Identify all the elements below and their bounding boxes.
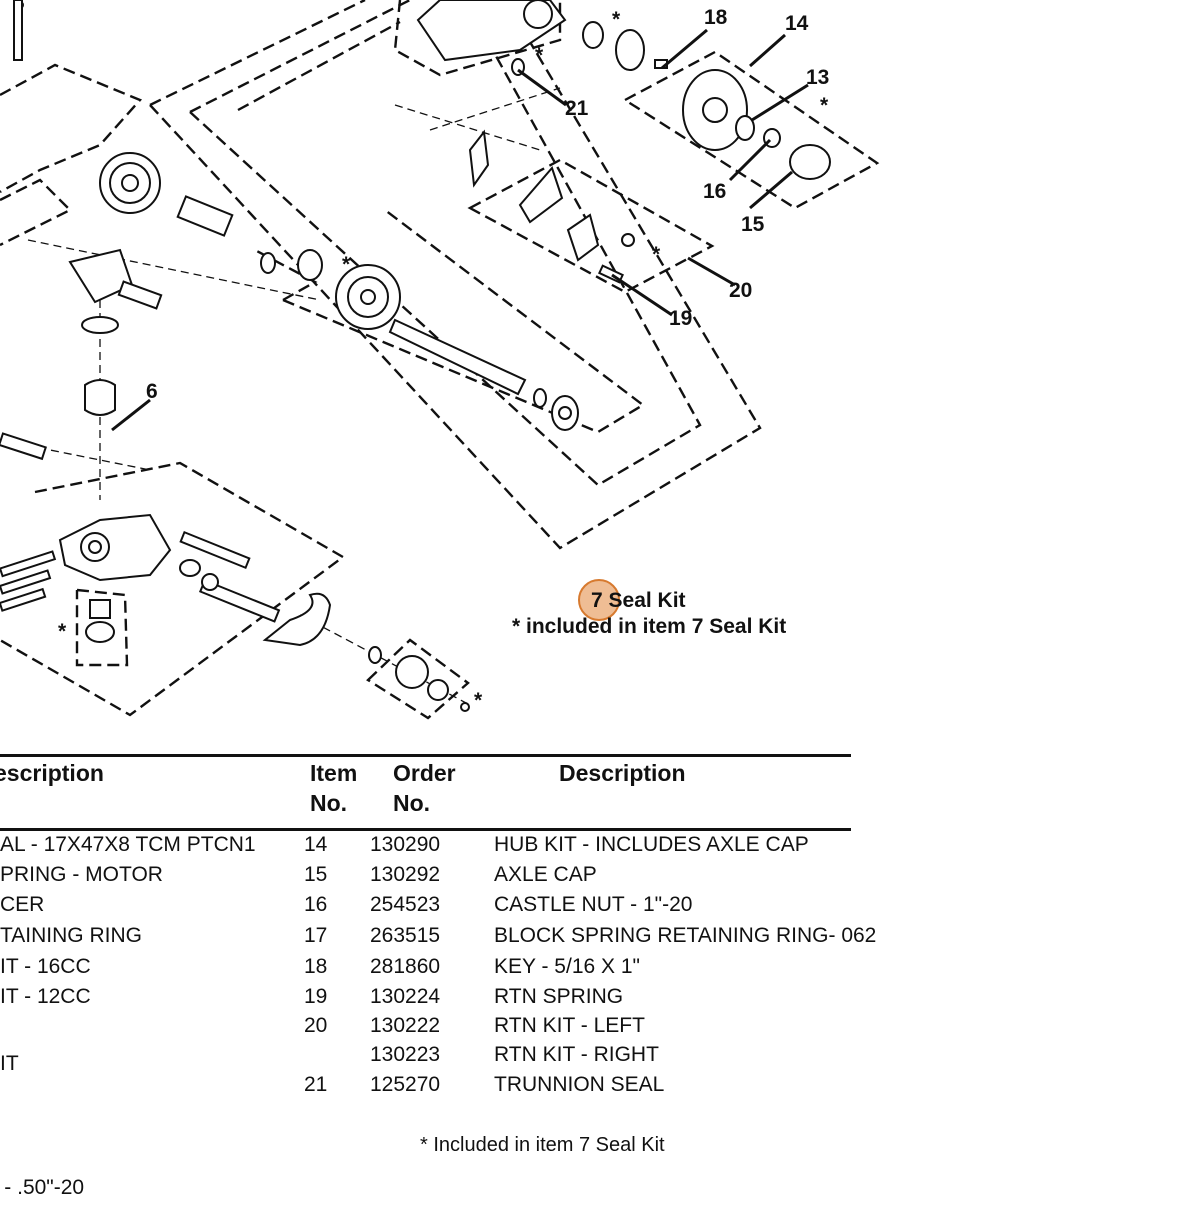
left-description-cell: EAL - 17X47X8 TCM PTCN1 — [0, 833, 256, 856]
callout-15: 15 — [741, 213, 765, 236]
callout-16: 16 — [703, 180, 727, 203]
table-row: KIT - 16CC 18 281860 KEY - 5/16 X 1" — [0, 955, 1200, 985]
table-row: T - .50"-20 — [0, 1176, 1200, 1206]
table-row: KIT — [0, 1052, 1200, 1082]
description-header: Description — [559, 760, 686, 786]
order-no-cell: 130292 — [370, 863, 441, 886]
asterisk-mark: * — [474, 689, 483, 712]
left-description-cell: ETAINING RING — [0, 924, 142, 947]
left-description-cell: ACER — [0, 893, 45, 916]
asterisk-mark: * — [58, 620, 67, 643]
item-no-header-line1: Item — [310, 760, 358, 786]
item-no-cell: 15 — [304, 863, 328, 886]
item-no-cell: 17 — [304, 924, 328, 947]
order-no-cell: 130224 — [370, 985, 441, 1008]
callout-21: 21 — [565, 97, 589, 120]
table-row: 130223 RTN KIT - RIGHT — [0, 1043, 1200, 1073]
description-cell: AXLE CAP — [494, 863, 597, 886]
item-no-cell: 19 — [304, 985, 328, 1008]
seal-kit-note: * included in item 7 Seal Kit — [512, 615, 787, 638]
callout-19: 19 — [669, 307, 693, 330]
left-description-cell: T - .50"-20 — [0, 1176, 85, 1199]
table-row: EAL - 17X47X8 TCM PTCN1 14 130290 HUB KI… — [0, 833, 1200, 863]
table-top-rule — [0, 754, 851, 757]
table-row: ACER 16 254523 CASTLE NUT - 1"-20 — [0, 893, 1200, 923]
description-cell: RTN KIT - RIGHT — [494, 1043, 659, 1066]
callout-20: 20 — [729, 279, 753, 302]
item-no-cell: 18 — [304, 955, 328, 978]
asterisk-mark: * — [535, 44, 544, 67]
left-description-cell: KIT — [0, 1052, 19, 1075]
order-no-cell: 130222 — [370, 1014, 441, 1037]
callout-14: 14 — [785, 12, 809, 35]
item-no-cell: 14 — [304, 833, 328, 856]
table-row: ETAINING RING 17 263515 BLOCK SPRING RET… — [0, 924, 1200, 954]
table-footnote: * Included in item 7 Seal Kit — [420, 1134, 665, 1156]
asterisk-mark: * — [820, 94, 829, 117]
description-cell: HUB KIT - INCLUDES AXLE CAP — [494, 833, 809, 856]
order-no-cell: 125270 — [370, 1073, 441, 1096]
description-cell: TRUNNION SEAL — [494, 1073, 665, 1096]
description-cell: KEY - 5/16 X 1" — [494, 955, 640, 978]
order-no-cell: 263515 — [370, 924, 441, 947]
table-row: KIT - 12CC 19 130224 RTN SPRING — [0, 985, 1200, 1015]
description-cell: RTN SPRING — [494, 985, 624, 1008]
seal-kit-label: 7 Seal Kit — [591, 589, 686, 612]
table-header-rule — [0, 828, 851, 831]
left-description-cell: KIT - 12CC — [0, 985, 91, 1008]
description-cell: BLOCK SPRING RETAINING RING- 062 — [494, 924, 877, 947]
order-no-cell: 254523 — [370, 893, 441, 916]
highlight-marker[interactable] — [578, 579, 620, 621]
order-no-cell: 130223 — [370, 1043, 441, 1066]
order-no-header-line2: No. — [393, 790, 431, 816]
item-no-cell: 21 — [304, 1073, 328, 1096]
callout-6: 6 — [146, 380, 158, 403]
item-no-cell: 16 — [304, 893, 328, 916]
callout-18: 18 — [704, 6, 728, 29]
order-no-cell: 130290 — [370, 833, 441, 856]
description-cell: CASTLE NUT - 1"-20 — [494, 893, 693, 916]
item-no-header-line2: No. — [310, 790, 348, 816]
left-description-cell: SPRING - MOTOR — [0, 863, 163, 886]
table-row: - 20 130222 RTN KIT - LEFT — [0, 1014, 1200, 1044]
left-description-header: escription — [0, 760, 104, 786]
table-row: SPRING - MOTOR 15 130292 AXLE CAP — [0, 863, 1200, 893]
asterisk-mark: * — [612, 8, 621, 31]
asterisk-mark: * — [342, 253, 351, 276]
item-no-cell: 20 — [304, 1014, 328, 1037]
callout-13: 13 — [806, 66, 830, 89]
description-cell: RTN KIT - LEFT — [494, 1014, 645, 1037]
order-no-cell: 281860 — [370, 955, 441, 978]
asterisk-mark: * — [652, 243, 661, 266]
order-no-header-line1: Order — [393, 760, 456, 786]
table-row: 21 125270 TRUNNION SEAL — [0, 1073, 1200, 1103]
exploded-parts-diagram — [0, 0, 880, 720]
left-description-cell: KIT - 16CC — [0, 955, 91, 978]
